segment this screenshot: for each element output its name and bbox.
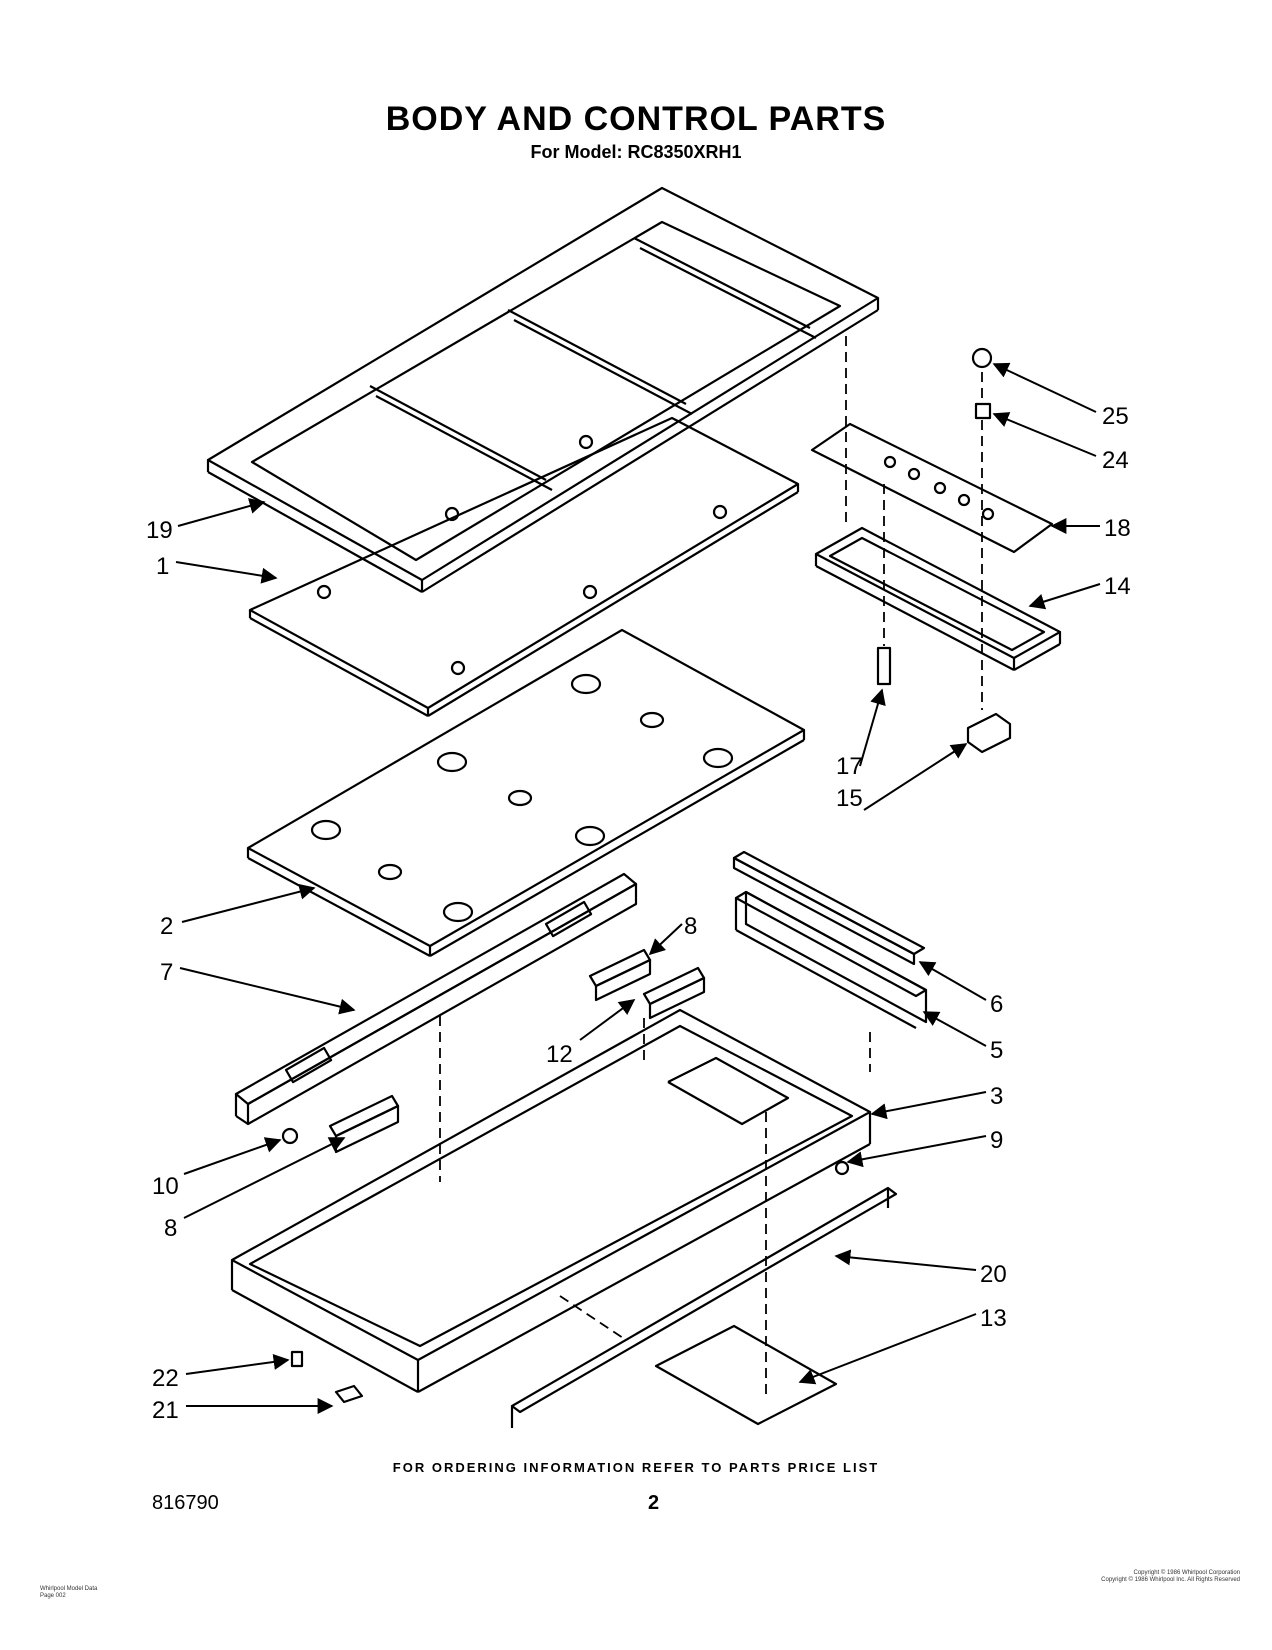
part-6-rear-strip bbox=[732, 850, 926, 966]
part-1-panel bbox=[248, 416, 800, 717]
part-19-top-frame bbox=[206, 186, 880, 593]
page-number: 2 bbox=[648, 1492, 660, 1514]
part-3-body-tray bbox=[230, 1008, 872, 1393]
callout-21: 21 bbox=[152, 1397, 179, 1424]
callout-3: 3 bbox=[990, 1083, 1003, 1110]
callout-22: 22 bbox=[152, 1365, 179, 1392]
part-8-connector-lower bbox=[328, 1094, 400, 1154]
model-subtitle: For Model: RC8350XRH1 bbox=[530, 142, 742, 162]
part-17-igniter-switch bbox=[876, 646, 892, 686]
callout-24: 24 bbox=[1102, 447, 1129, 474]
part-15-control-switch bbox=[966, 712, 1012, 754]
callout-25: 25 bbox=[1102, 403, 1129, 430]
callout-12: 12 bbox=[546, 1041, 573, 1068]
part-22-screw bbox=[290, 1350, 304, 1368]
callout-5: 5 bbox=[990, 1037, 1003, 1064]
fine-print-left-line: Whirlpool Model Data bbox=[40, 1586, 98, 1592]
callout-19: 19 bbox=[146, 517, 173, 544]
document-number: 816790 bbox=[152, 1492, 219, 1514]
callout-8-lower: 8 bbox=[164, 1215, 177, 1242]
part-14-control-housing bbox=[814, 526, 1062, 671]
part-24-knob-insert bbox=[974, 402, 992, 420]
part-8-connector-upper bbox=[588, 948, 652, 1002]
assembly-dashed-lines bbox=[439, 336, 983, 1400]
callout-9: 9 bbox=[990, 1127, 1003, 1154]
callout-20: 20 bbox=[980, 1261, 1007, 1288]
callout-leader-lines bbox=[175, 362, 1101, 1414]
fine-print-left: Whirlpool Model Data Page 002 bbox=[40, 1586, 97, 1600]
callout-2: 2 bbox=[160, 913, 173, 940]
callout-17: 17 bbox=[836, 753, 863, 780]
callout-13: 13 bbox=[980, 1305, 1007, 1332]
part-9-fastener bbox=[834, 1160, 850, 1176]
callout-10: 10 bbox=[152, 1173, 179, 1200]
part-5-rear-bracket bbox=[734, 890, 928, 1029]
part-13-cover-plate bbox=[654, 1324, 838, 1426]
part-10-clip bbox=[281, 1127, 299, 1145]
callout-15: 15 bbox=[836, 785, 863, 812]
callout-8-upper: 8 bbox=[684, 913, 697, 940]
fine-print-right: Copyright © 1986 Whirlpool Corporation C… bbox=[1030, 1570, 1240, 1584]
callout-1: 1 bbox=[156, 553, 169, 580]
ordering-info-note: FOR ORDERING INFORMATION REFER TO PARTS … bbox=[392, 1460, 880, 1475]
callout-6: 6 bbox=[990, 991, 1003, 1018]
fine-print-right-line: Copyright © 1986 Whirlpool Corporation bbox=[1133, 1570, 1240, 1576]
callout-18: 18 bbox=[1104, 515, 1131, 542]
page-title: BODY AND CONTROL PARTS bbox=[385, 100, 887, 138]
part-12-terminal-block bbox=[642, 966, 706, 1020]
fine-print-left-line: Page 002 bbox=[40, 1593, 66, 1599]
part-18-control-overlay bbox=[810, 422, 1054, 554]
fine-print-right-line: Copyright © 1986 Whirlpool Inc. All Righ… bbox=[1101, 1577, 1240, 1583]
part-2-base-plate bbox=[246, 628, 806, 957]
part-21-bracket-clip bbox=[334, 1384, 364, 1404]
callout-7: 7 bbox=[160, 959, 173, 986]
part-25-knob bbox=[971, 347, 993, 369]
part-20-bottom-rail bbox=[510, 1186, 898, 1428]
callout-14: 14 bbox=[1104, 573, 1131, 600]
part-7-front-rail bbox=[234, 872, 638, 1126]
